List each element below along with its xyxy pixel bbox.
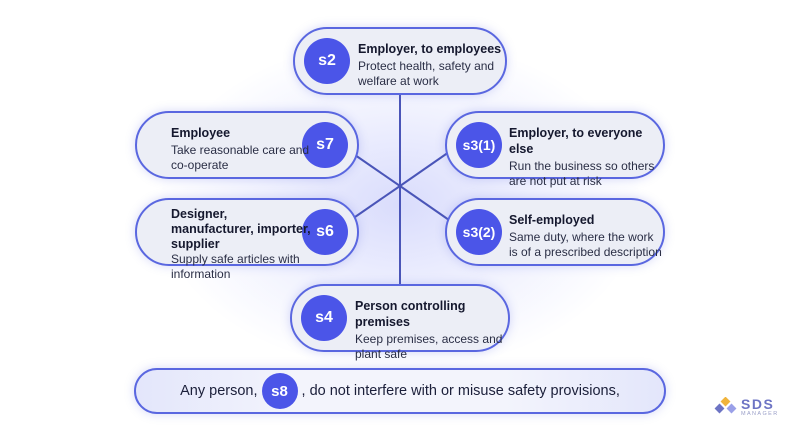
node-description: Same duty, where the work is of a prescr… <box>509 230 662 259</box>
logo-subtitle: MANAGER <box>741 411 779 417</box>
connector-s3-1 <box>399 151 450 187</box>
sds-manager-logo: SDS MANAGER <box>714 397 779 418</box>
node-description: Run the business so others are not put a… <box>509 159 655 188</box>
section-badge-s3-1: s3(1) <box>456 122 502 168</box>
connector-s3-2 <box>399 185 450 221</box>
node-description: Protect health, safety and welfare at wo… <box>358 59 495 88</box>
node-title: Employer, to everyone else <box>509 126 643 156</box>
node-s4: s4 Person controlling premises Keep prem… <box>290 284 510 361</box>
node-description: Keep premises, access and plant safe <box>355 332 503 361</box>
connector-s6 <box>354 185 401 218</box>
node-title: Person controlling premises <box>355 299 466 329</box>
node-description: Take reasonable care and co-operate <box>171 143 310 172</box>
node-s7: s7 Employee Take reasonable care and co-… <box>135 111 359 179</box>
section-badge-s7: s7 <box>302 122 348 168</box>
node-s3-2: s3(2) Self-employed Same duty, where the… <box>445 198 665 266</box>
section-badge-s6: s6 <box>302 209 348 255</box>
section-badge-s3-2: s3(2) <box>456 209 502 255</box>
node-title: Self-employed <box>509 213 595 227</box>
node-description: Supply safe articles with information <box>171 252 300 281</box>
node-title: Designer, manufacturer, importer, suppli… <box>171 207 311 251</box>
node-s6: s6 Designer, manufacturer, importer, sup… <box>135 198 359 281</box>
node-s2: s2 Employer, to employees Protect health… <box>293 27 507 95</box>
bottom-duty-bar: Any person, s8 , do not interfere with o… <box>134 368 666 414</box>
section-badge-s8: s8 <box>261 373 298 409</box>
node-s3-1: s3(1) Employer, to everyone else Run the… <box>445 111 665 188</box>
section-badge-s2: s2 <box>304 38 350 84</box>
connector-s7 <box>354 154 401 187</box>
logo-wordmark: SDS <box>741 396 775 412</box>
bar-text-before: Any person, <box>180 383 258 399</box>
section-badge-s4: s4 <box>301 295 347 341</box>
node-title: Employee <box>171 126 231 140</box>
node-title: Employer, to employees <box>358 42 502 56</box>
bar-text-after: , do not interfere with or misuse safety… <box>301 383 620 399</box>
logo-mark-icon <box>714 397 737 414</box>
